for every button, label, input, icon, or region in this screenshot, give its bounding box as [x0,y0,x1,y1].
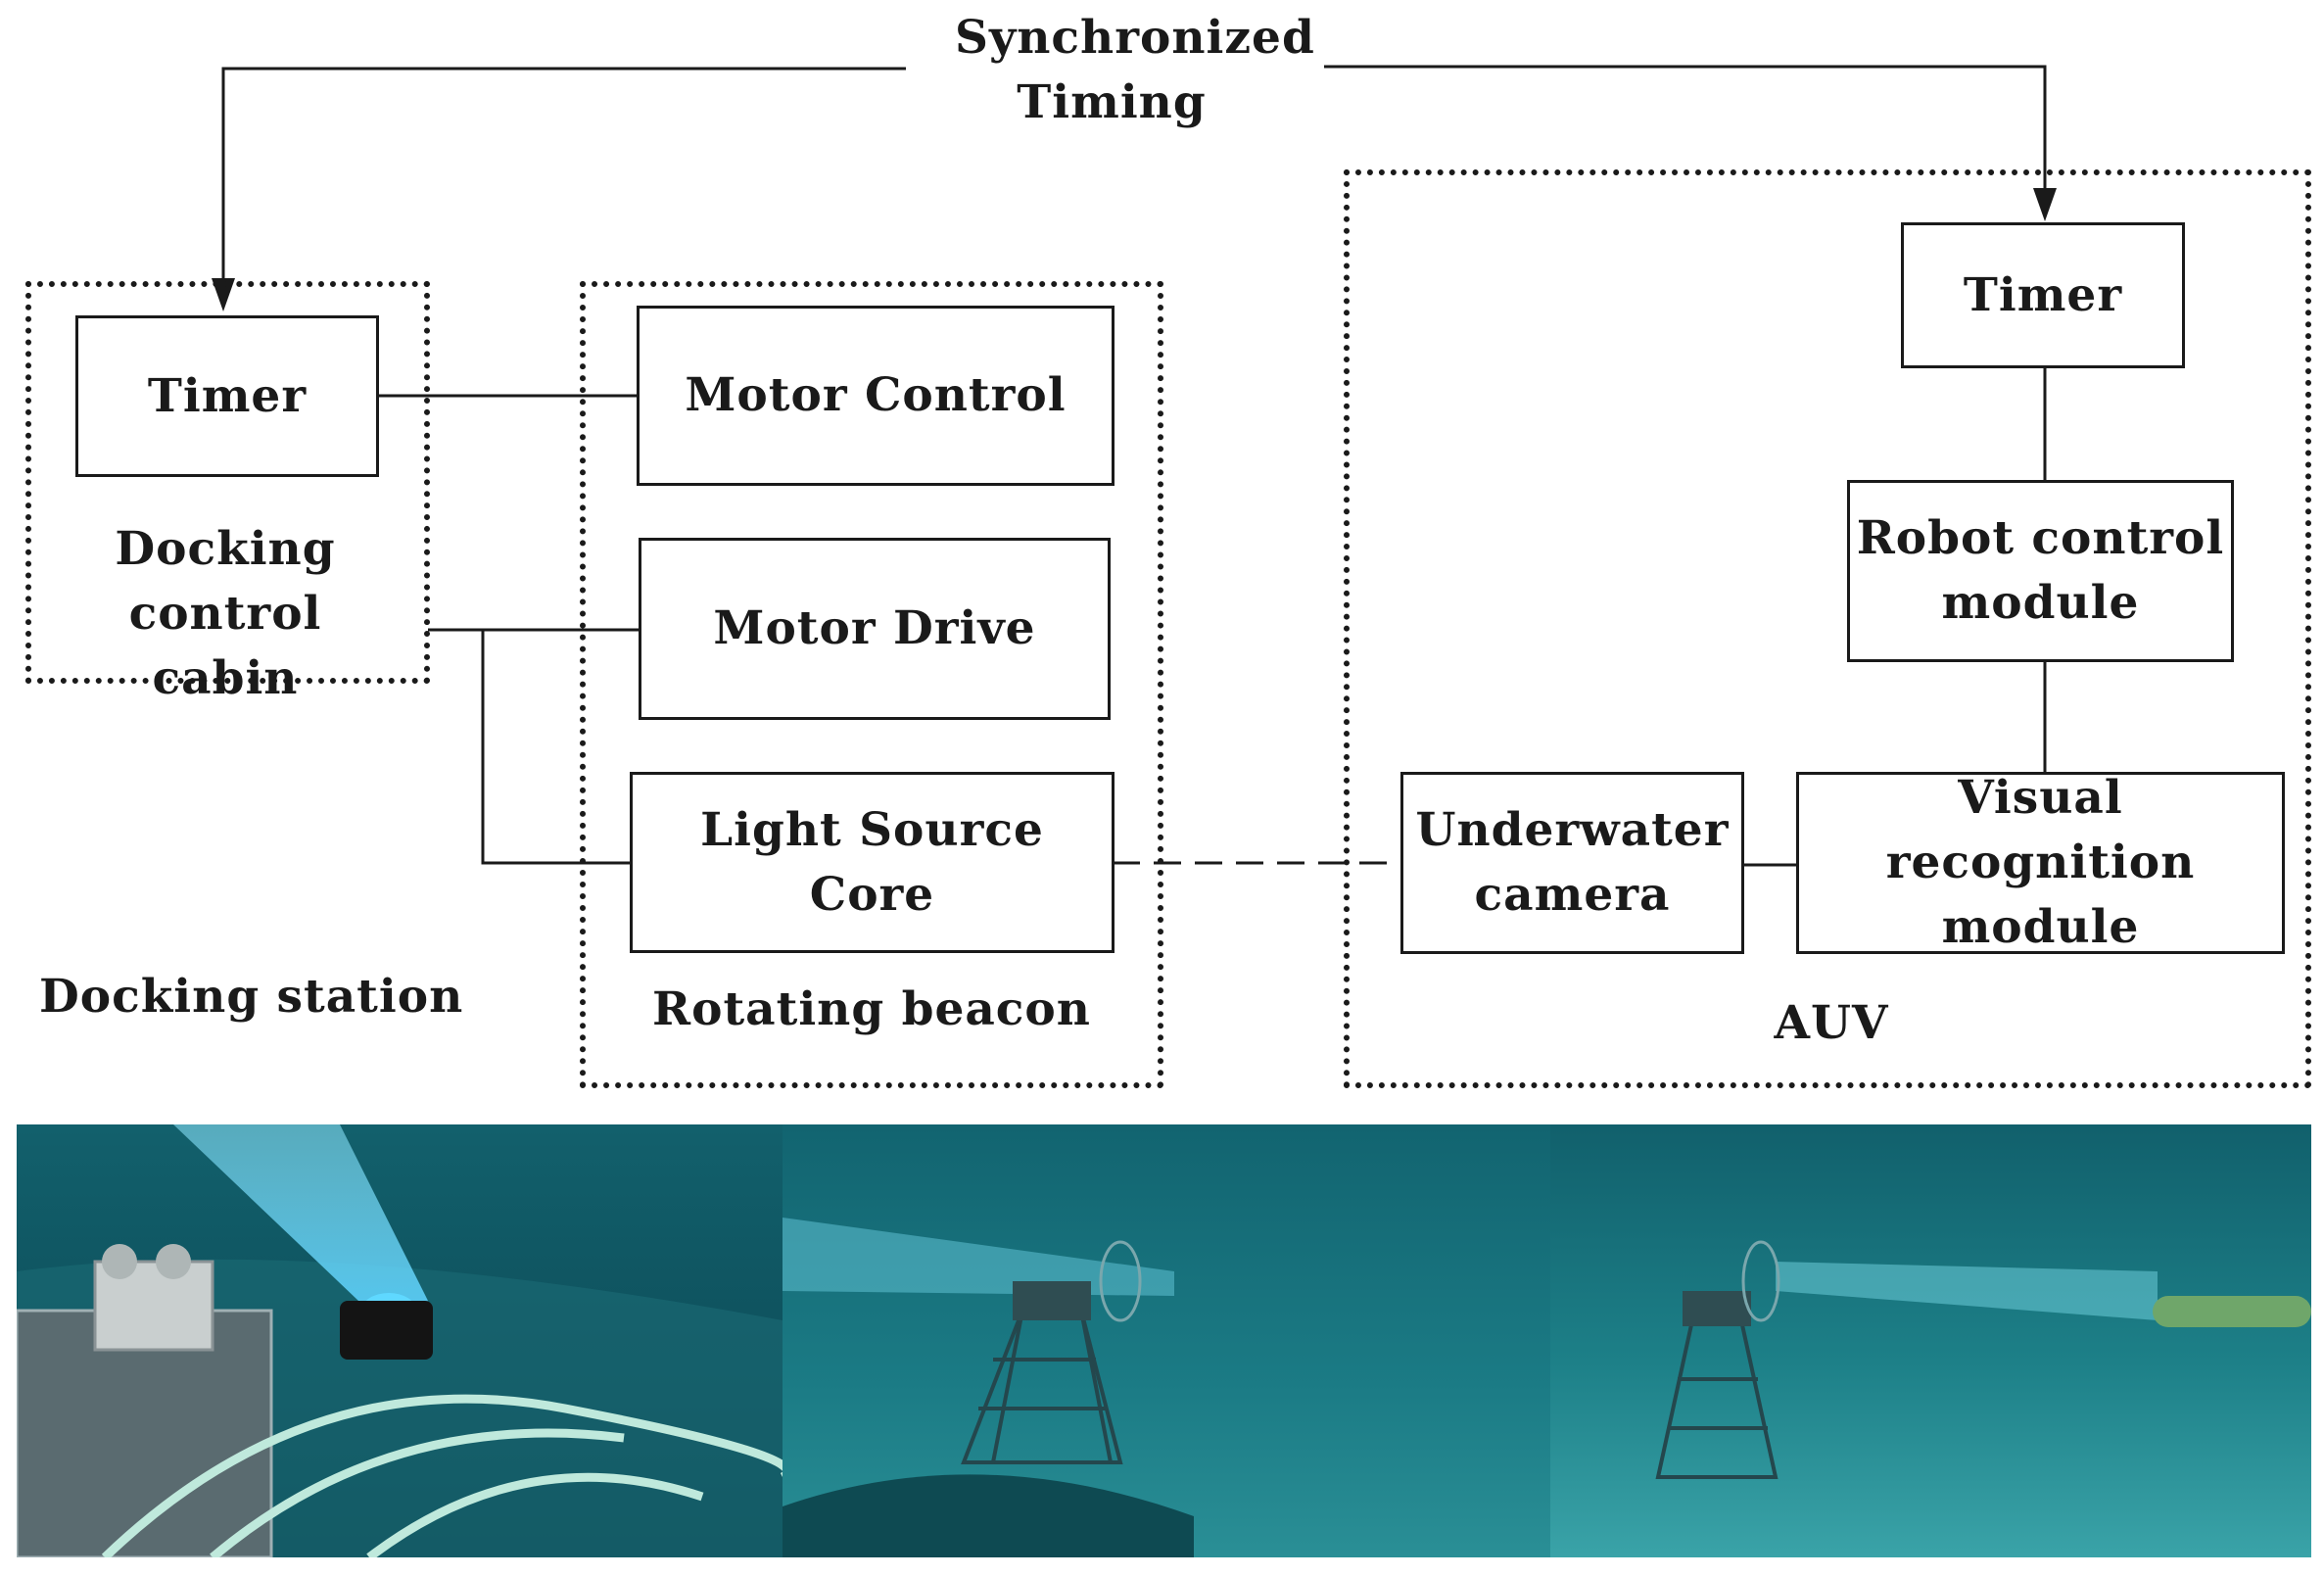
auv-body [2153,1296,2311,1327]
connector-layer [212,65,2057,867]
underwater-camera-box: Underwater camera [1400,772,1744,954]
visual-recognition-module-box: Visual recognition module [1796,771,2285,954]
cables [101,1394,783,1557]
docking-station-group [25,281,430,684]
docking-tower [961,1309,1123,1464]
sync-line-right [1324,65,2047,204]
rotating-beacon-group [580,281,1163,1088]
sync-arrow-right [2033,188,2057,221]
sync-title-line2: Timing [1017,75,1207,129]
robot-control-module-box: Robot control module [1847,480,2234,662]
auv-label: AUV [1774,996,1889,1050]
auv-timer-box: Timer [1901,222,2185,368]
docking-station-label: Docking station [39,970,464,1024]
light-beam [173,1124,428,1320]
scene-dock-distance [783,1124,1550,1557]
rotating-beacon-label: Rotating beacon [652,982,1091,1036]
docking-timer-box: Timer [75,315,379,477]
motor-control-box: Motor Control [637,306,1115,486]
motor-drive-box: Motor Drive [639,538,1111,720]
scene-beacon-closeup [17,1124,783,1557]
sync-title-line1: Synchronized [955,11,1315,65]
scene-auv-approach [1550,1124,2311,1557]
docking-control-cabin-label: Docking control cabin [115,522,336,705]
light-source-core-box: Light Source Core [630,772,1115,953]
docking-ring [1099,1240,1142,1322]
beacon-housing [340,1301,433,1360]
auv-group [1344,169,2311,1088]
sync-line-left [221,67,906,294]
